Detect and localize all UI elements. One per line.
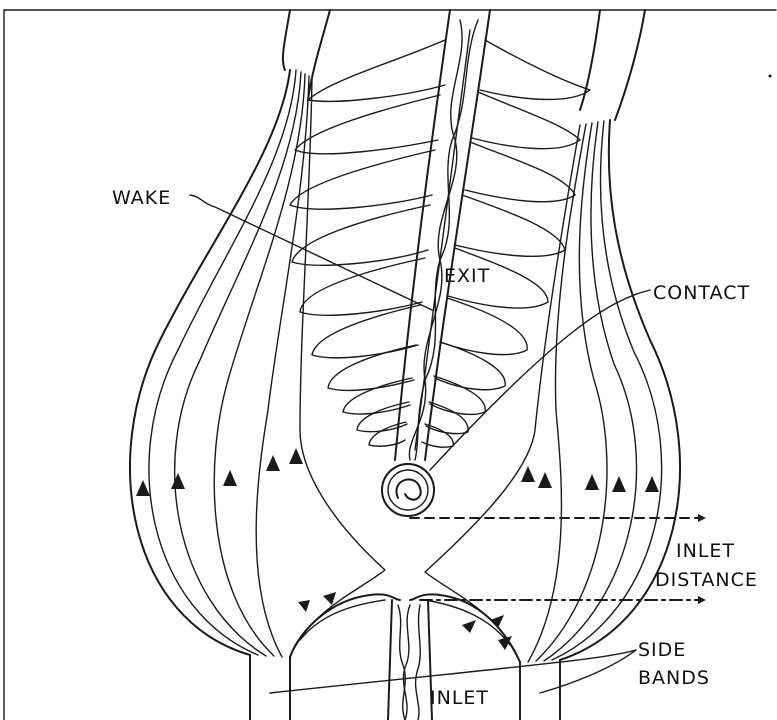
label-side-bands-line1: SIDE: [638, 639, 686, 661]
label-side-bands-line2: BANDS: [638, 667, 710, 689]
wake-vortices-right: [422, 40, 590, 447]
inlet-lobe: [290, 594, 520, 662]
label-inlet-distance-line1: INLET: [676, 540, 735, 562]
stray-mark: [769, 75, 772, 78]
channel-walls: [283, 10, 645, 120]
left-side-band: [130, 70, 385, 720]
label-inlet-distance-line2: DISTANCE: [655, 569, 758, 591]
label-wake: WAKE: [112, 187, 171, 209]
exit-wake: [395, 10, 490, 460]
wake-vortices-left: [290, 40, 445, 446]
contact-cylinder: [382, 464, 434, 516]
leader-lines: [190, 195, 650, 693]
inlet-jet: [388, 600, 432, 720]
label-contact: CONTACT: [653, 282, 750, 304]
label-exit: EXIT: [444, 265, 490, 287]
label-inlet: INLET: [430, 687, 489, 709]
